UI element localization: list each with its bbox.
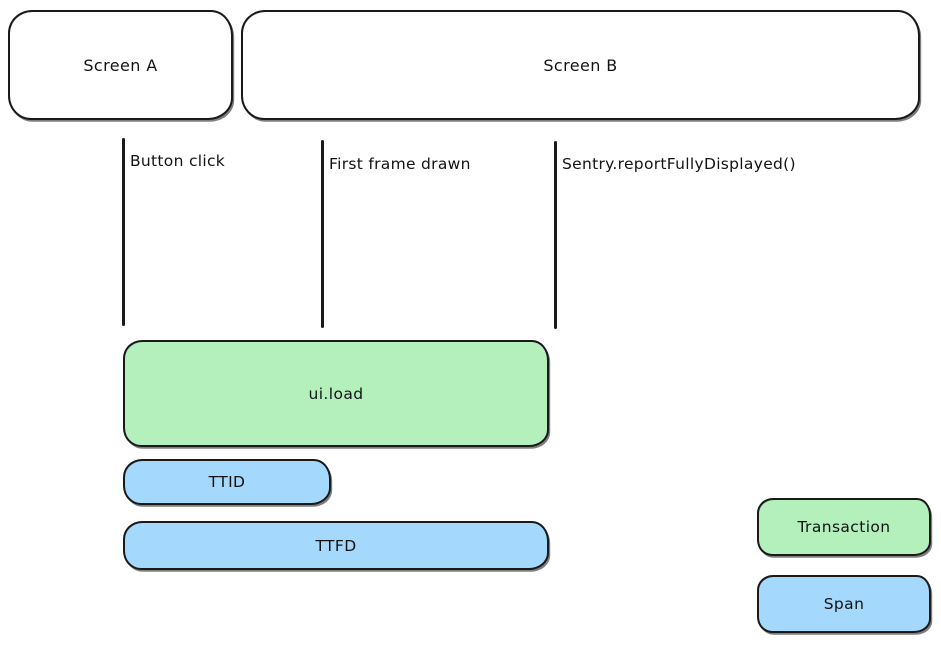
marker-line-button-click [122, 138, 125, 326]
marker-line-report-fully-displayed [554, 141, 557, 329]
legend-item-transaction: Transaction [757, 498, 931, 556]
marker-label-button-click: Button click [130, 152, 226, 170]
marker-label-first-frame-drawn: First frame drawn [329, 155, 471, 173]
screen-a-box: Screen A [8, 10, 233, 120]
bar-ttfd-label: TTFD [315, 536, 357, 555]
bar-ttid: TTID [123, 459, 331, 505]
legend-label-transaction: Transaction [797, 518, 891, 536]
marker-line-first-frame-drawn [321, 140, 324, 328]
legend-label-span: Span [823, 595, 865, 613]
bar-ui-load: ui.load [123, 340, 549, 447]
bar-ttid-label: TTID [208, 473, 246, 491]
screen-b-box: Screen B [241, 10, 920, 120]
bar-ui-load-label: ui.load [308, 384, 364, 403]
screen-b-label: Screen B [543, 55, 618, 75]
screen-a-label: Screen A [83, 55, 158, 75]
bar-ttfd: TTFD [123, 521, 549, 570]
marker-label-report-fully-displayed: Sentry.reportFullyDisplayed() [562, 155, 796, 173]
legend-item-span: Span [757, 575, 931, 633]
